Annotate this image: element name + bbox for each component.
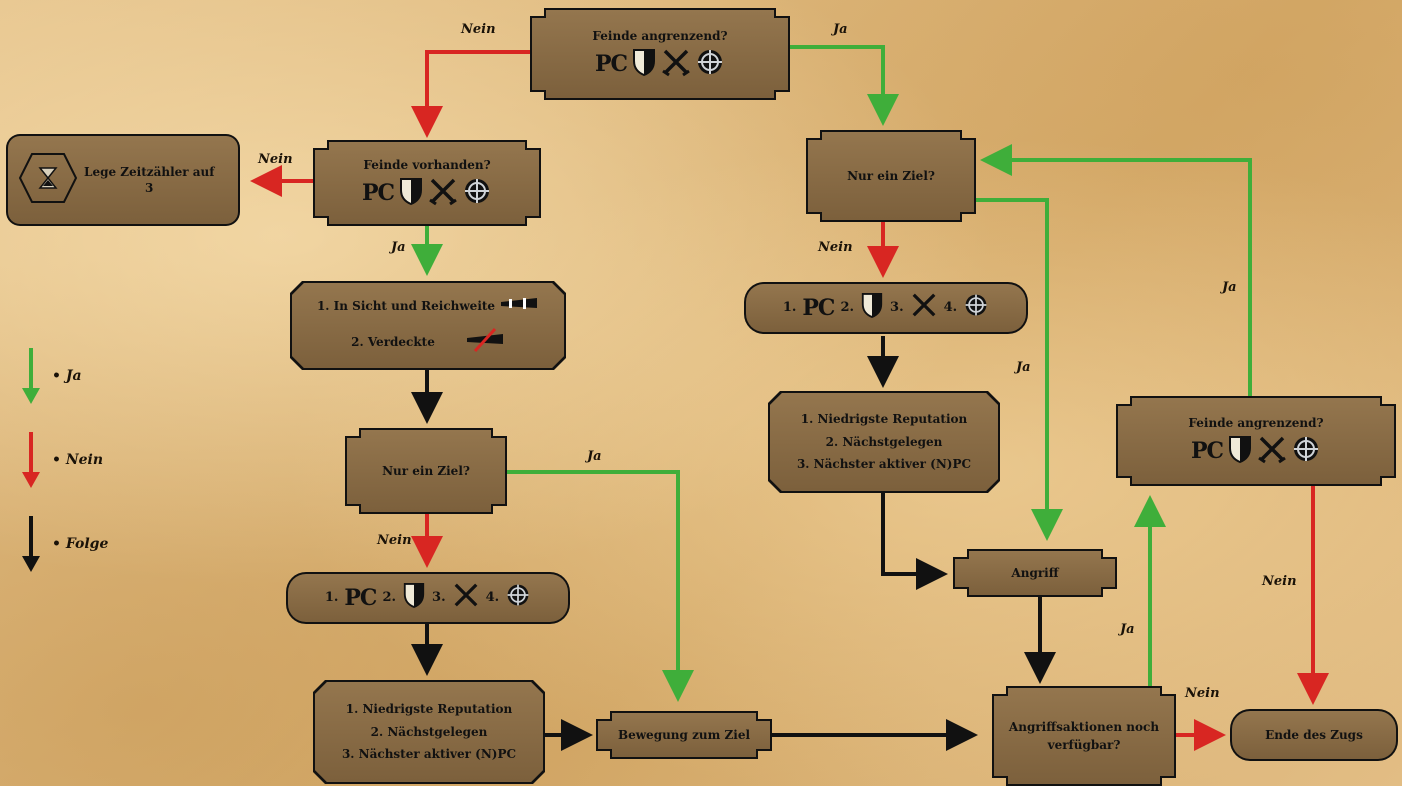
node-title-line-2: verfügbar? bbox=[1047, 738, 1121, 752]
los-line-1: 1. In Sicht und Reichweite bbox=[316, 299, 496, 313]
los-line-2: 2. Verdeckte bbox=[351, 335, 435, 349]
priority-number: 3. bbox=[890, 300, 904, 316]
hourglass-icon bbox=[18, 152, 78, 209]
pc-label: PC bbox=[1190, 437, 1224, 464]
edge-label-loop-ja: Ja bbox=[1222, 280, 1237, 295]
crossed-spyglass-icon bbox=[465, 327, 505, 358]
shield-icon bbox=[1227, 434, 1253, 469]
shield-icon bbox=[402, 581, 426, 616]
edge-loop-ja bbox=[980, 144, 1252, 405]
timer-value: 3 bbox=[145, 181, 154, 195]
crossed-swords-icon bbox=[661, 47, 691, 82]
rank-line-2: 2. Nächstgelegen bbox=[370, 724, 488, 739]
node-title: Feinde vorhanden? bbox=[363, 157, 491, 172]
legend-label: • Folge bbox=[52, 536, 109, 552]
target-icon bbox=[462, 176, 492, 211]
edge-label-actions-ja: Ja bbox=[1120, 622, 1135, 637]
node-enemies-adjacent-top: Feinde angrenzend? PC bbox=[530, 8, 790, 100]
node-line-of-sight: 1. In Sicht und Reichweite 2. Verdeckte bbox=[290, 281, 566, 370]
node-enemies-present: Feinde vorhanden? PC bbox=[313, 140, 541, 226]
pc-label: PC bbox=[361, 179, 395, 206]
timer-text: Lege Zeitzähler auf bbox=[84, 164, 215, 179]
spyglass-icon bbox=[499, 294, 539, 319]
priority-number: 4. bbox=[943, 300, 958, 316]
node-ranking-right: 1. Niedrigste Reputation 2. Nächstgelege… bbox=[768, 391, 1000, 493]
edge-label-right-one-ja: Ja bbox=[1016, 360, 1031, 375]
edge-label-present-nein: Nein bbox=[258, 152, 293, 167]
node-attack: Angriff bbox=[953, 549, 1117, 597]
edge-left-one-ja bbox=[505, 470, 694, 702]
node-one-target-right: Nur ein Ziel? bbox=[806, 130, 976, 222]
edge-top-ja bbox=[788, 45, 899, 126]
node-title-line-1: Angriffsaktionen noch bbox=[1008, 720, 1160, 734]
green-arrow-icon bbox=[22, 348, 40, 404]
node-place-timer: Lege Zeitzähler auf 3 bbox=[6, 134, 240, 226]
pc-label: PC bbox=[594, 50, 628, 77]
rank-line-2: 2. Nächstgelegen bbox=[825, 434, 943, 449]
legend-item-ja: • Ja bbox=[20, 346, 82, 406]
edge-label-adj-right-nein: Nein bbox=[1262, 574, 1297, 589]
node-title: Nur ein Ziel? bbox=[382, 464, 470, 478]
node-enemies-adjacent-right: Feinde angrenzend? PC bbox=[1116, 396, 1396, 486]
pc-label: PC bbox=[802, 294, 835, 321]
priority-number: 2. bbox=[840, 300, 855, 316]
node-title: Feinde angrenzend? bbox=[592, 28, 728, 43]
rank-line-1: 1. Niedrigste Reputation bbox=[345, 701, 513, 716]
legend-label: • Nein bbox=[52, 452, 104, 468]
target-icon bbox=[1291, 434, 1321, 469]
node-ranking-left: 1. Niedrigste Reputation 2. Nächstgelege… bbox=[313, 680, 545, 784]
edge-label-top-nein: Nein bbox=[461, 22, 496, 37]
priority-number: 1. bbox=[782, 300, 797, 316]
target-icon bbox=[963, 292, 989, 325]
legend-item-folge: • Folge bbox=[20, 514, 108, 574]
node-title: Feinde angrenzend? bbox=[1188, 415, 1324, 430]
crossed-swords-icon bbox=[1257, 434, 1287, 469]
edge-rank-right-next bbox=[881, 492, 948, 590]
edge-label-left-one-nein: Nein bbox=[377, 533, 412, 548]
node-priority-left: 1. PC 2. 3. 4. bbox=[286, 572, 570, 624]
priority-number: 2. bbox=[382, 590, 397, 606]
shield-icon bbox=[631, 47, 657, 82]
pc-label: PC bbox=[344, 584, 377, 611]
node-priority-right: 1. PC 2. 3. 4. bbox=[744, 282, 1028, 334]
target-icon bbox=[505, 582, 531, 615]
node-title: Ende des Zugs bbox=[1265, 728, 1363, 742]
rank-line-3: 3. Nächster aktiver (N)PC bbox=[796, 457, 972, 472]
node-title: Bewegung zum Ziel bbox=[617, 728, 751, 742]
node-attack-actions-available: Angriffsaktionen noch verfügbar? bbox=[992, 686, 1176, 786]
legend-item-nein: • Nein bbox=[20, 430, 103, 490]
legend-label: • Ja bbox=[52, 368, 82, 384]
shield-icon bbox=[860, 291, 884, 326]
rank-line-3: 3. Nächster aktiver (N)PC bbox=[341, 747, 517, 762]
red-arrow-icon bbox=[22, 432, 40, 488]
rank-line-1: 1. Niedrigste Reputation bbox=[800, 411, 968, 426]
priority-number: 1. bbox=[324, 590, 339, 606]
node-end-of-turn: Ende des Zugs bbox=[1230, 709, 1398, 761]
edge-label-top-ja: Ja bbox=[833, 22, 848, 37]
crossed-swords-icon bbox=[910, 291, 938, 326]
edge-label-left-one-ja: Ja bbox=[587, 449, 602, 464]
black-arrow-icon bbox=[22, 516, 40, 572]
node-title: Angriff bbox=[1011, 566, 1059, 580]
priority-number: 4. bbox=[485, 590, 500, 606]
node-one-target-left: Nur ein Ziel? bbox=[345, 428, 507, 514]
edge-top-nein bbox=[411, 50, 530, 138]
node-move-to-target: Bewegung zum Ziel bbox=[596, 711, 772, 759]
priority-number: 3. bbox=[432, 590, 446, 606]
node-title: Nur ein Ziel? bbox=[847, 169, 935, 183]
shield-icon bbox=[398, 176, 424, 211]
edge-label-actions-nein: Nein bbox=[1185, 686, 1220, 701]
target-icon bbox=[695, 47, 725, 82]
crossed-swords-icon bbox=[452, 581, 480, 616]
crossed-swords-icon bbox=[428, 176, 458, 211]
edge-label-present-ja: Ja bbox=[391, 240, 406, 255]
edge-right-one-ja bbox=[960, 198, 1063, 541]
edge-label-right-one-nein: Nein bbox=[818, 240, 853, 255]
